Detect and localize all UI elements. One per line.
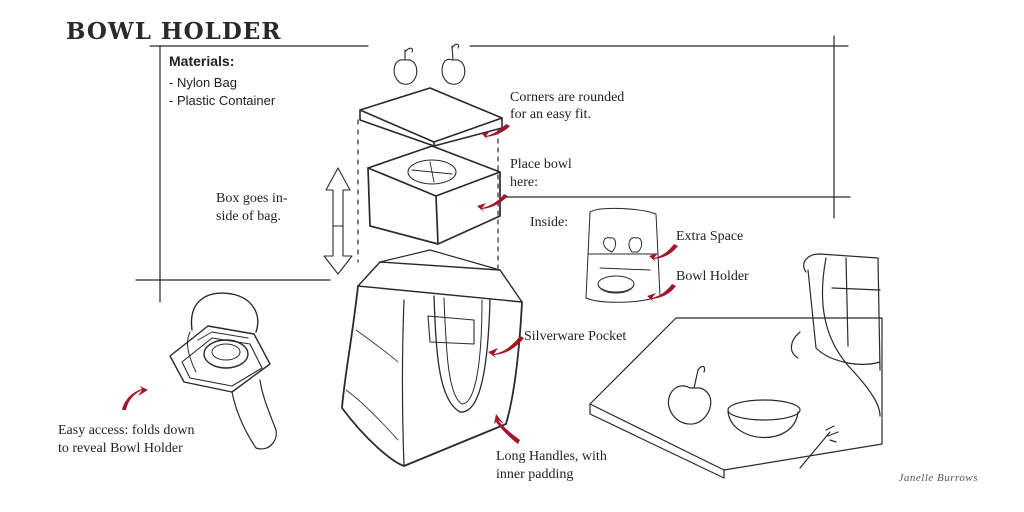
bag-on-table xyxy=(790,253,881,417)
container-lid xyxy=(359,87,503,147)
note-place-bowl-line1: Place bowl xyxy=(510,157,572,172)
note-box-goes-line2: side of bag. xyxy=(216,209,281,224)
material-item: - Plastic Container xyxy=(169,93,276,108)
tote-bag xyxy=(341,249,523,467)
note-extra-space: Extra Space xyxy=(676,229,744,244)
page-title: BOWL HOLDER xyxy=(66,18,282,45)
table-scene xyxy=(589,317,883,479)
note-long-handles-line1: Long Handles, with xyxy=(496,449,607,464)
arrow-icon xyxy=(647,284,676,302)
note-silverware-pocket: Silverware Pocket xyxy=(524,329,627,344)
materials-heading: Materials: xyxy=(169,53,235,69)
note-box-goes-line1: Box goes in- xyxy=(216,191,288,206)
folded-bag xyxy=(169,292,277,450)
note-easy-access-line1: Easy access: folds down xyxy=(58,423,195,438)
arrow-icon xyxy=(494,414,520,444)
note-corners-line1: Corners are rounded xyxy=(510,90,625,105)
apple-icon xyxy=(393,47,418,85)
artist-signature: Janelle Burrows xyxy=(898,472,978,484)
arrow-icon xyxy=(488,336,524,358)
apple-icon xyxy=(441,43,466,85)
material-item: - Nylon Bag xyxy=(169,75,237,90)
note-long-handles-line2: inner padding xyxy=(496,467,574,482)
note-place-bowl-line2: here: xyxy=(510,175,538,190)
note-bowl-holder: Bowl Holder xyxy=(676,269,749,284)
inside-bag-view xyxy=(585,207,661,303)
arrow-icon xyxy=(122,386,148,410)
note-inside: Inside: xyxy=(530,215,569,230)
frame-lines xyxy=(135,35,851,303)
note-corners-line2: for an easy fit. xyxy=(510,107,591,122)
arrow-icon xyxy=(477,194,508,212)
arrow-icon xyxy=(649,244,678,262)
container-box xyxy=(367,145,501,245)
up-down-arrows xyxy=(323,167,353,275)
note-easy-access-line2: to reveal Bowl Holder xyxy=(58,441,183,456)
arrow-icon xyxy=(482,124,510,140)
